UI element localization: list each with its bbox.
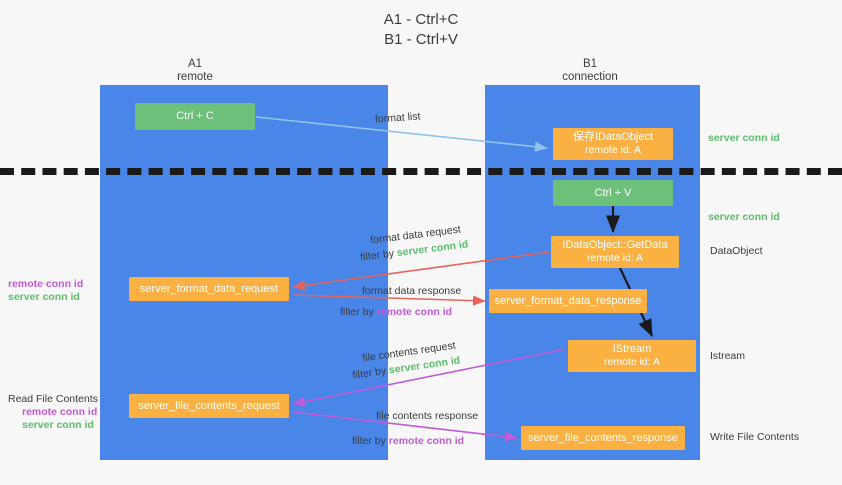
annotation-left-file: Read File Contents remote conn id server… bbox=[8, 393, 98, 432]
annotation-right-istream: Istream bbox=[710, 350, 746, 362]
node-server-format-data-request[interactable]: server_format_data_request bbox=[129, 277, 289, 301]
node-save-idataobject[interactable]: 保存IDataObject remote id: A bbox=[553, 128, 673, 160]
column-b1-role: connection bbox=[562, 71, 618, 83]
column-header-a1: A1 remote bbox=[130, 58, 260, 84]
node-getdata-label: IDataObject::GetData bbox=[562, 239, 668, 251]
diagram-title: A1 - Ctrl+C B1 - Ctrl+V bbox=[0, 10, 842, 50]
annotation-right-server-conn-id-top: server conn id bbox=[708, 132, 780, 144]
column-a1-role: remote bbox=[177, 71, 213, 83]
node-server-format-data-request-label: server_format_data_request bbox=[139, 282, 279, 295]
node-ctrl-v-label: Ctrl + V bbox=[594, 186, 632, 199]
node-save-idataobject-label: 保存IDataObject bbox=[572, 131, 654, 143]
title-line-2: B1 - Ctrl+V bbox=[384, 31, 458, 48]
edge-label-format-list: format list bbox=[374, 110, 421, 126]
edge-label-format-data-response-filter: filter by remote conn id bbox=[340, 305, 452, 319]
node-ctrl-c[interactable]: Ctrl + C bbox=[135, 103, 255, 130]
node-istream[interactable]: IStream remote id: A bbox=[568, 340, 696, 372]
node-ctrl-c-label: Ctrl + C bbox=[176, 110, 214, 122]
column-b1-name: B1 bbox=[582, 58, 598, 70]
annotation-right-write-file-contents: Write File Contents bbox=[710, 431, 800, 443]
node-server-file-contents-request[interactable]: server_file_contents_request bbox=[129, 394, 289, 418]
filter-value-remote-conn-id: remote conn id bbox=[376, 306, 453, 318]
node-getdata-remote-id: remote id: A bbox=[586, 252, 644, 264]
edge-label-format-data-response: format data response bbox=[362, 285, 462, 297]
node-ctrl-v[interactable]: Ctrl + V bbox=[553, 180, 673, 206]
node-idataobject-getdata[interactable]: IDataObject::GetData remote id: A bbox=[551, 236, 679, 268]
title-line-1: A1 - Ctrl+C bbox=[383, 11, 459, 28]
node-istream-label: IStream bbox=[612, 343, 652, 355]
annotation-left-format: remote conn id server conn id bbox=[8, 278, 83, 304]
filter-prefix: filter by bbox=[352, 435, 389, 447]
node-server-file-contents-response-label: server_file_contents_response bbox=[528, 431, 678, 444]
node-server-file-contents-request-label: server_file_contents_request bbox=[138, 399, 280, 412]
annotation-right-dataobject: DataObject bbox=[710, 245, 763, 257]
node-server-format-data-response[interactable]: server_format_data_response bbox=[489, 289, 647, 313]
annotation-remote-conn-id: remote conn id bbox=[22, 406, 98, 418]
edge-label-file-contents-response-filter: filter by remote conn id bbox=[352, 434, 464, 448]
column-a1-name: A1 bbox=[187, 58, 203, 70]
edge-label-file-contents-response: file contents response bbox=[376, 410, 479, 422]
section-divider bbox=[0, 168, 842, 175]
annotation-remote-conn-id: remote conn id bbox=[8, 278, 84, 290]
filter-value-remote-conn-id: remote conn id bbox=[388, 435, 465, 447]
annotation-read-file-contents: Read File Contents bbox=[8, 393, 98, 405]
node-server-format-data-response-label: server_format_data_response bbox=[494, 294, 642, 307]
annotation-right-server-conn-id-mid: server conn id bbox=[708, 211, 780, 223]
annotation-server-conn-id: server conn id bbox=[8, 291, 80, 303]
node-server-file-contents-response[interactable]: server_file_contents_response bbox=[521, 426, 685, 450]
annotation-server-conn-id: server conn id bbox=[22, 419, 94, 431]
filter-prefix: filter by bbox=[340, 306, 377, 318]
column-header-b1: B1 connection bbox=[525, 58, 655, 84]
node-save-idataobject-remote-id: remote id: A bbox=[584, 144, 642, 156]
node-istream-remote-id: remote id: A bbox=[603, 356, 661, 368]
filter-prefix: filter by bbox=[359, 247, 398, 264]
